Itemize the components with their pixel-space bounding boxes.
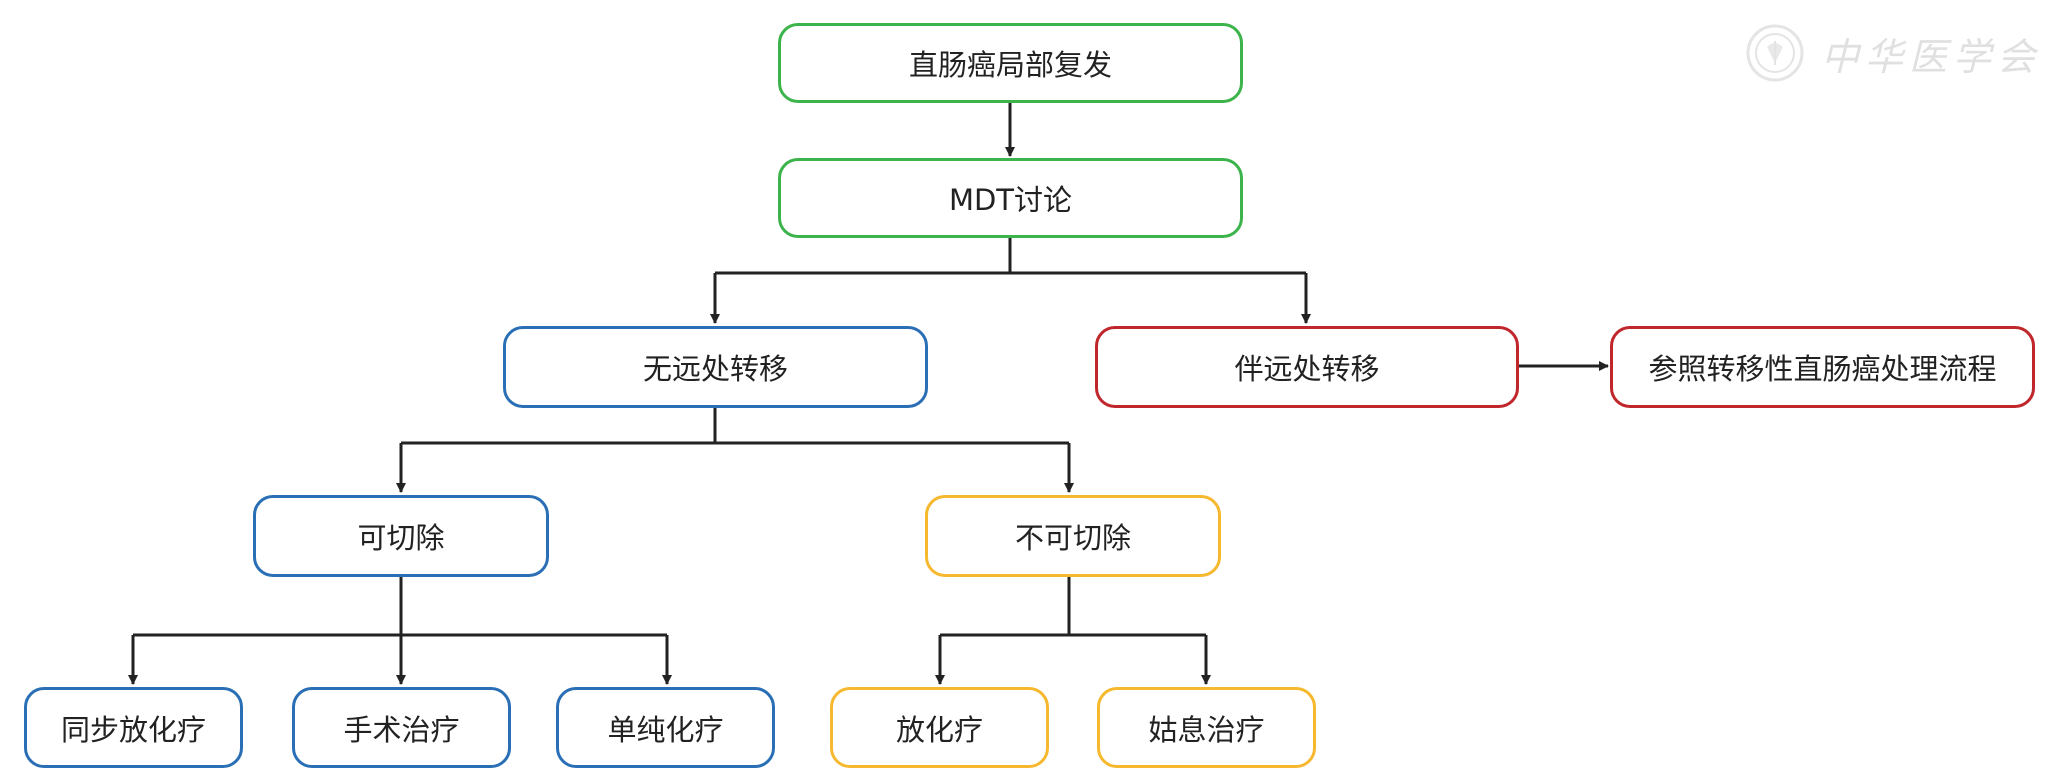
node-surgery-label: 手术治疗 bbox=[343, 712, 460, 747]
node-palliative-label: 姑息治疗 bbox=[1148, 712, 1265, 747]
node-unresectable: 不可切除 bbox=[925, 495, 1221, 577]
node-concurrent-chemoradio: 同步放化疗 bbox=[24, 687, 243, 768]
node-with-distant-mets: 伴远处转移 bbox=[1095, 326, 1519, 408]
watermark: 中华医学会 bbox=[1745, 18, 2045, 88]
node-resectable: 可切除 bbox=[253, 495, 549, 577]
node-chemoradio-label: 放化疗 bbox=[895, 712, 983, 747]
node-no-distant-mets-label: 无远处转移 bbox=[642, 352, 788, 386]
node-chemoradio: 放化疗 bbox=[830, 687, 1049, 768]
node-concurrent-chemoradio-label: 同步放化疗 bbox=[60, 712, 206, 747]
node-local-recurrence: 直肠癌局部复发 bbox=[778, 23, 1243, 103]
node-with-distant-mets-label: 伴远处转移 bbox=[1234, 352, 1380, 386]
node-chemo-only-label: 单纯化疗 bbox=[607, 712, 724, 747]
node-surgery: 手术治疗 bbox=[292, 687, 511, 768]
node-local-recurrence-label: 直肠癌局部复发 bbox=[908, 48, 1112, 82]
society-seal-icon bbox=[1746, 24, 1804, 82]
node-palliative: 姑息治疗 bbox=[1097, 687, 1316, 768]
watermark-text: 中华医学会 bbox=[1821, 34, 2042, 79]
node-no-distant-mets: 无远处转移 bbox=[503, 326, 928, 408]
node-metastatic-flow-label: 参照转移性直肠癌处理流程 bbox=[1648, 352, 1997, 386]
node-mdt-discussion-label: MDT讨论 bbox=[948, 183, 1073, 217]
node-chemo-only: 单纯化疗 bbox=[556, 687, 775, 768]
node-unresectable-label: 不可切除 bbox=[1014, 521, 1131, 555]
node-metastatic-flow: 参照转移性直肠癌处理流程 bbox=[1610, 326, 2035, 408]
node-mdt-discussion: MDT讨论 bbox=[778, 158, 1243, 238]
node-resectable-label: 可切除 bbox=[357, 521, 445, 555]
